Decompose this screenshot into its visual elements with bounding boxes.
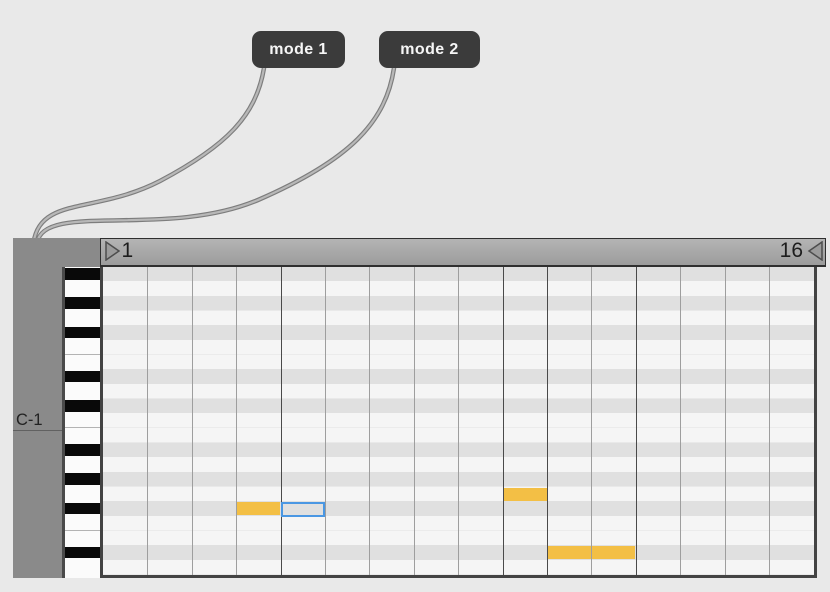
piano-key-black[interactable] (65, 473, 100, 485)
piano-key-black[interactable] (65, 502, 100, 515)
patch-cord-2 (35, 66, 396, 245)
patch-cord-1 (32, 66, 266, 245)
keyboard-key-gap (65, 530, 100, 531)
grid-column-line (369, 266, 371, 575)
keyboard-key-gap (65, 354, 100, 355)
grid-column-line (769, 266, 771, 575)
grid-column-line (325, 266, 327, 575)
octave-label: C-1 (16, 411, 43, 429)
grid-column-line (413, 266, 415, 575)
keyboard-key-gap (65, 427, 100, 429)
piano-key-black[interactable] (65, 370, 100, 383)
piano-key-black[interactable] (65, 400, 100, 412)
note[interactable] (236, 502, 281, 516)
grid-column-line (458, 266, 460, 575)
patch-cord-1-outline (31, 65, 267, 246)
grid-column-line (591, 266, 593, 575)
grid-column-line (680, 266, 682, 575)
loop-end-marker[interactable] (807, 241, 823, 261)
loop-ruler[interactable]: 1 16 (99, 238, 826, 267)
keyboard-divider (62, 266, 65, 578)
loop-start-value: 1 (121, 239, 134, 262)
piano-key-black[interactable] (65, 297, 100, 309)
loop-start-marker[interactable] (104, 241, 121, 261)
mode-2-label: mode 2 (400, 40, 459, 58)
patch-cord-2-outline (34, 65, 397, 246)
grid-column-line (236, 266, 238, 575)
grid-column-line (147, 266, 149, 575)
note[interactable] (503, 487, 547, 501)
grid-column-line (635, 266, 637, 575)
grid-column-line (502, 266, 504, 575)
piano-key-black[interactable] (65, 268, 100, 280)
piano-keyboard[interactable] (65, 266, 100, 578)
piano-key-black[interactable] (65, 546, 100, 559)
piano-key-black[interactable] (65, 444, 100, 456)
grid-column-line (724, 266, 726, 575)
grid-column-line (191, 266, 193, 575)
mode-2-message-button[interactable]: mode 2 (379, 31, 480, 68)
grid-column-line (280, 266, 282, 575)
grid-column-line (547, 266, 549, 575)
loop-end-value: 16 (779, 239, 803, 262)
selected-cell-outline[interactable] (281, 501, 325, 517)
piano-key-black[interactable] (65, 326, 100, 339)
octave-divider-line (13, 429, 62, 431)
mode-1-label: mode 1 (269, 40, 328, 58)
mode-1-message-button[interactable]: mode 1 (252, 31, 345, 68)
